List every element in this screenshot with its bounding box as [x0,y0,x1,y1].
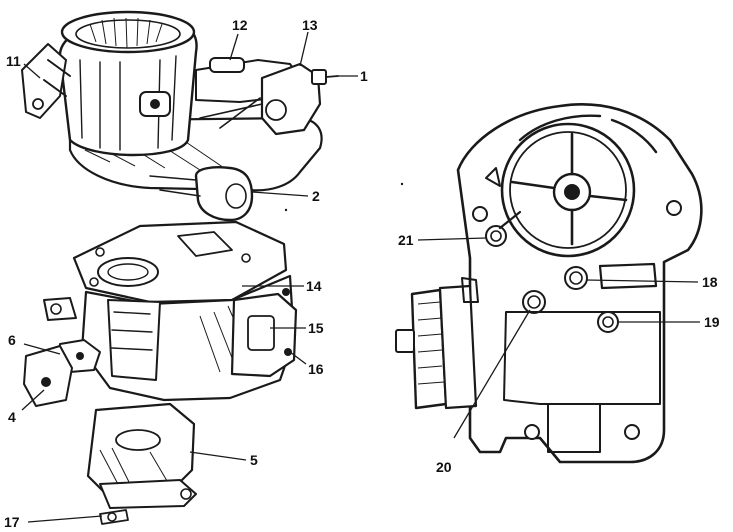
callout-14: 14 [306,278,322,294]
callout-1: 1 [360,68,368,84]
callout-2: 2 [312,188,320,204]
carburetor-top-cover-drawing [21,10,339,222]
callout-11: 11 [6,53,21,69]
callout-21: 21 [398,232,414,248]
callout-15: 15 [308,320,324,336]
callout-16: 16 [308,361,324,377]
callout-6: 6 [8,332,16,348]
callout-19: 19 [704,314,720,330]
carburetor-body-drawing [23,220,298,525]
callout-18: 18 [702,274,718,290]
callout-5: 5 [250,452,258,468]
leader-lines [21,31,700,523]
callout-17: 17 [4,514,20,530]
carburetor-body-plan-view [284,103,703,464]
callout-labels: 11 12 13 1 2 14 15 16 6 4 5 17 21 18 19 … [4,17,720,530]
callout-12: 12 [232,17,248,33]
callout-20: 20 [436,459,452,475]
callout-4: 4 [8,409,16,425]
callout-13: 13 [302,17,318,33]
